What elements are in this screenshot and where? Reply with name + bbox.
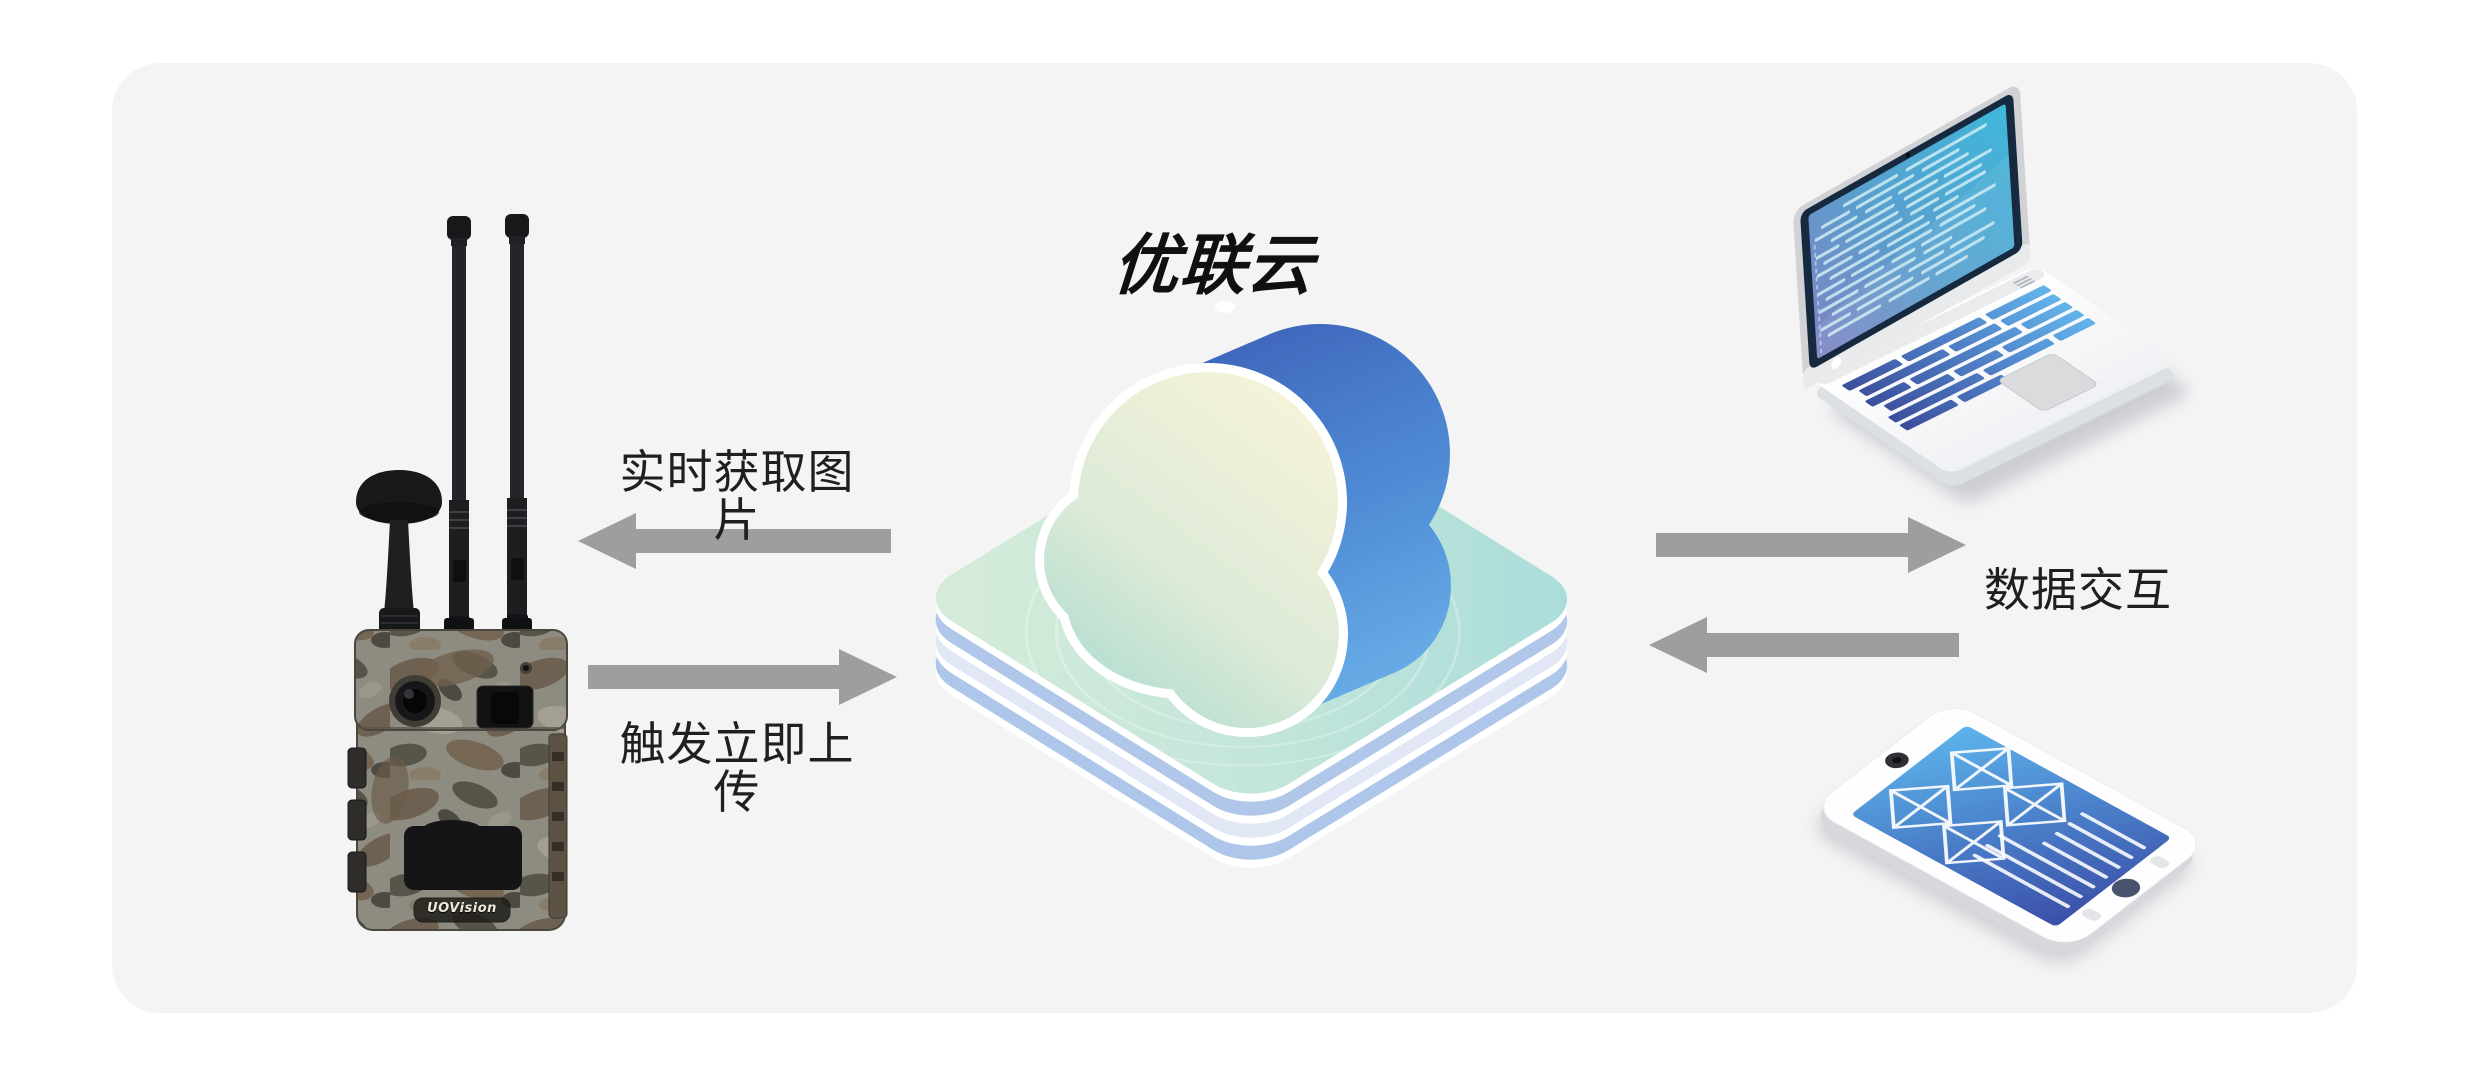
wireframe-diamonds <box>1888 746 2067 865</box>
strap-bracket <box>548 733 568 919</box>
tablet-face <box>1823 708 2197 943</box>
sparkle-dot <box>1274 281 1290 291</box>
arrow-cloud-to-devices <box>1656 517 1966 573</box>
camera-brand-label: UOVision <box>427 901 497 916</box>
label-data-exchange: 数据交互 <box>1984 563 2172 617</box>
arrow-cloud-to-camera <box>578 513 891 569</box>
laptop-lid <box>1793 86 2031 389</box>
wireframe-lines <box>1972 812 2147 908</box>
pir-sensor-icon <box>476 685 534 729</box>
bottom-panel <box>404 826 522 890</box>
bezel-pill <box>2150 856 2170 869</box>
webcam-icon <box>1906 152 1910 158</box>
camera-lens-icon <box>389 675 441 727</box>
arrow-devices-to-cloud <box>1649 617 1959 673</box>
home-button[interactable] <box>2106 875 2146 901</box>
antenna-icon <box>447 216 471 632</box>
arrow-camera-to-cloud <box>588 649 897 705</box>
keyboard-keys <box>1842 285 2096 431</box>
antenna-icon <box>505 214 529 630</box>
bezel-pill <box>2081 908 2102 921</box>
gps-antenna-icon <box>356 470 442 636</box>
power-dot <box>1831 356 1842 369</box>
label-camera-to-cloud: 触发立即上传 <box>619 717 855 820</box>
cloud-platform-illustration <box>913 281 1590 882</box>
cloud-icon <box>1035 281 1451 737</box>
hinge-vents <box>2012 275 2036 289</box>
trackpad <box>1999 354 2097 411</box>
code-lines <box>1813 115 2008 356</box>
trail-camera-illustration <box>347 214 568 931</box>
tablet-illustration <box>1817 708 2197 963</box>
laptop-illustration <box>1793 86 2188 502</box>
flow-arrows <box>578 513 1966 705</box>
sparkle-dot <box>1215 301 1235 313</box>
led-indicator-core <box>523 665 529 671</box>
brand-plate <box>413 897 511 923</box>
camera-body <box>347 629 568 931</box>
cloud-platform-title: 优联云 <box>1110 227 1317 304</box>
latch-clips <box>347 747 367 893</box>
label-cloud-to-camera: 实时获取图片 <box>619 445 855 548</box>
laptop-deck <box>1815 268 2172 472</box>
